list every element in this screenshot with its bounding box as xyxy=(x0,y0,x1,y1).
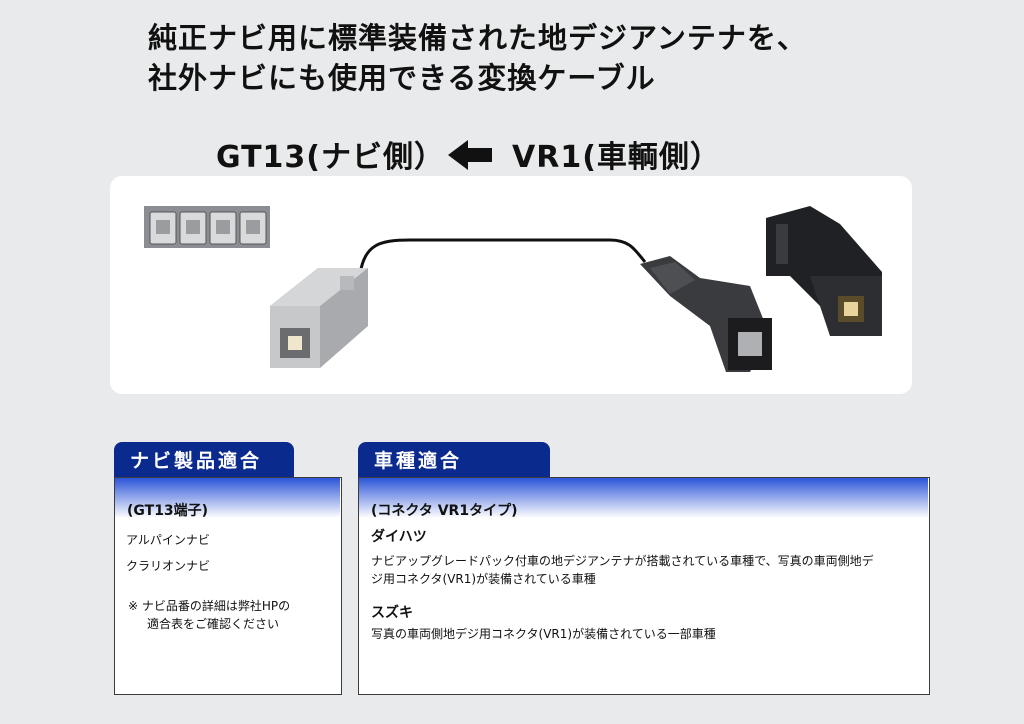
direction-left-label: GT13(ナビ側） xyxy=(216,140,446,175)
nav-compat-item-2: クラリオンナビ xyxy=(126,559,211,573)
vr1-connector-image xyxy=(766,206,882,336)
nav-compat-gradient xyxy=(115,478,340,518)
tab-nav-compat: ナビ製品適合 xyxy=(114,442,294,479)
car-maker-daihatsu: ダイハツ xyxy=(371,529,427,545)
direction-row: GT13(ナビ側） VR1(車輌側） xyxy=(0,132,1024,176)
gt13-connector-image xyxy=(270,268,368,368)
car-maker-daihatsu-desc-2: ジ用コネクタ(VR1)が装備されている車種 xyxy=(371,572,596,586)
product-photo xyxy=(110,176,912,394)
connector-face-thumbnails xyxy=(144,206,270,248)
car-compat-gradient xyxy=(359,478,928,518)
headline-line1: 純正ナビ用に標準装備された地デジアンテナを、 xyxy=(148,21,807,55)
car-maker-daihatsu-desc-1: ナビアップグレードパック付車の地デジアンテナが搭載されている車種で、写真の車両側… xyxy=(371,554,874,568)
tab-nav-notch xyxy=(272,442,292,478)
car-maker-suzuki: スズキ xyxy=(371,605,413,621)
headline: 純正ナビ用に標準装備された地デジアンテナを、 社外ナビにも使用できる変換ケーブル xyxy=(148,18,807,98)
tab-car-compat: 車種適合 xyxy=(358,442,550,479)
nav-compat-note-1: ※ ナビ品番の詳細は弊社HPの xyxy=(128,599,291,613)
car-maker-suzuki-desc: 写真の車両側地デジ用コネクタ(VR1)が装備されている一部車種 xyxy=(371,627,716,641)
headline-line2: 社外ナビにも使用できる変換ケーブル xyxy=(148,61,656,95)
nav-compat-item-1: アルパインナビ xyxy=(126,533,210,547)
nav-compat-heading: (GT13端子) xyxy=(127,503,209,519)
rubber-boot-image xyxy=(640,256,772,372)
cable xyxy=(358,238,647,275)
arrow-left-icon xyxy=(448,140,492,170)
direction-right-label: VR1(車輌側） xyxy=(512,140,721,175)
nav-compat-note-2: 適合表をご確認ください xyxy=(147,617,280,631)
tab-car-notch xyxy=(528,442,550,478)
car-compat-heading: (コネクタ VR1タイプ) xyxy=(371,503,518,519)
